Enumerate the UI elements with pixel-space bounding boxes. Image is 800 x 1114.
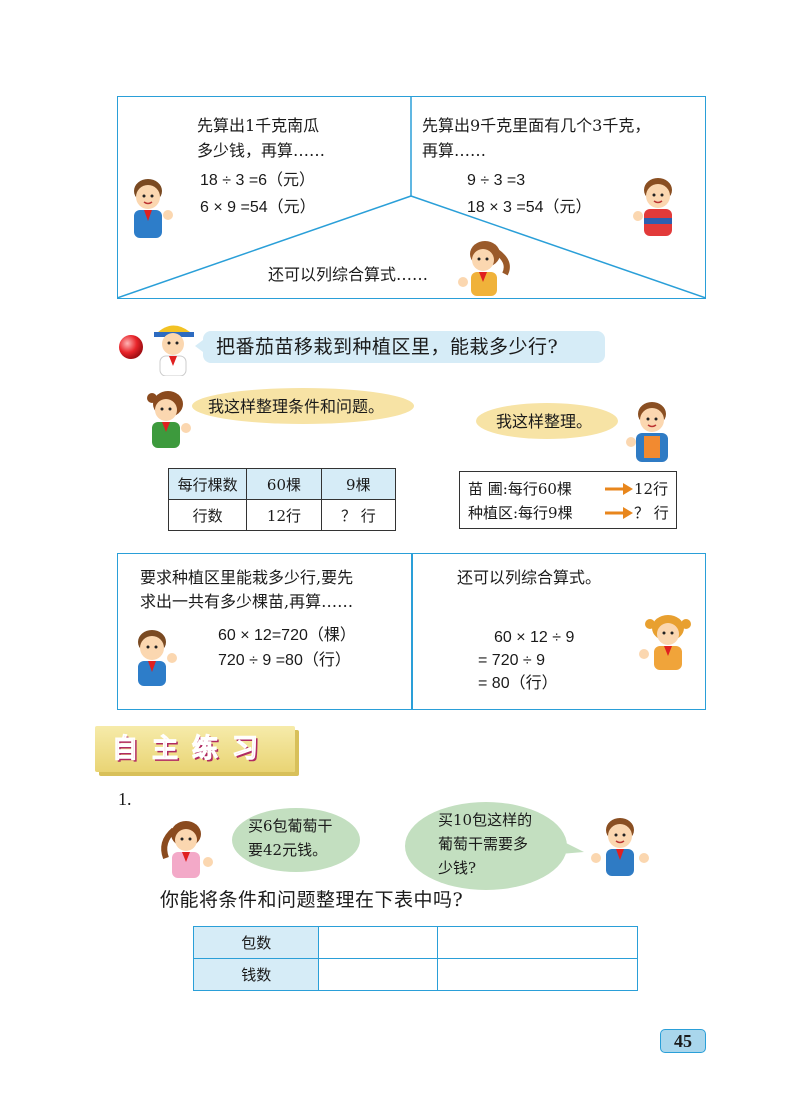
middle-left-equation-2: 720 ÷ 9 =80（行） [218,652,351,669]
middle-left-equation-1: 60 × 12=720（棵） [218,627,356,644]
middle-left-text-1: 要求种植区里能栽多少行,要先 [140,568,354,587]
top-left-equation-1: 18 ÷ 3 =6（元） [200,172,316,189]
table-answer-cell[interactable] [318,926,438,959]
girl-illustration [458,241,510,296]
girl-illustration [147,391,191,448]
top-right-text-1: 先算出9千克里面有几个3千克， [422,116,651,135]
exercise-speech-bubble-1 [232,808,360,872]
boy-illustration [591,818,649,876]
middle-box-divider [411,553,413,710]
planting-line-value: ？ 行 [634,504,669,522]
table-cell: 60棵 [246,468,322,500]
question-text: 把番茄苗移栽到种植区里，能栽多少行? [216,336,559,358]
table-row: 行数 12行 ？ 行 [167,499,397,531]
table-row: 每行棵数 60棵 9棵 [167,468,397,500]
page-number-badge [660,1029,706,1053]
top-left-equation-2: 6 × 9 =54（元） [200,199,316,216]
section-title-banner [95,726,295,772]
girl-illustration [161,821,213,878]
table-cell: 9棵 [320,468,397,500]
exercise-bubble-2-line-2: 葡萄干需要多 [438,835,529,853]
question-bar [203,331,605,363]
boy-with-cap-illustration [154,325,194,376]
table-cell: 行数 [167,499,248,531]
exercise-speech-bubble-2 [405,802,567,890]
page-number: 45 [674,1031,692,1051]
boy-illustration [626,402,668,462]
arrow-icon [605,483,633,495]
middle-right-text: 还可以列综合算式。 [457,568,602,587]
table-cell: ？ 行 [320,499,397,531]
exercise-number: 1. [118,789,132,809]
boy-thinking-illustration [138,630,177,686]
table-answer-cell[interactable] [436,926,639,959]
exercise-bubble-1-line-2: 要42元钱。 [248,841,328,859]
exercise-bubble-2-line-1: 买10包这样的 [438,811,533,829]
table-answer-cell[interactable] [436,958,639,991]
boy-illustration [633,178,672,236]
arrangement-box [459,471,677,529]
top-right-text-2: 再算…… [422,141,487,160]
girl-speech-text: 我这样整理条件和问题。 [208,397,385,416]
exercise-question: 你能将条件和问题整理在下表中吗? [160,889,464,911]
boy-speech-text: 我这样整理。 [496,412,593,431]
conditions-table: 每行棵数 60棵 9棵 行数 12行 ？ 行 [167,468,397,531]
top-right-equation-1: 9 ÷ 3 =3 [467,172,526,189]
middle-right-equation-1: 60 × 12 ÷ 9 [494,629,575,646]
table-cell: 包数 [192,926,320,959]
question-bar-pointer [195,337,207,355]
table-row: 包数 [192,926,639,959]
planting-line-label: 种植区:每行9棵 [468,504,573,522]
table-cell: 12行 [246,499,322,531]
nursery-line-label: 苗 圃:每行60棵 [468,480,572,498]
table-row: 钱数 [192,958,639,991]
top-left-text-1: 先算出1千克南瓜 [197,116,320,135]
table-cell: 每行棵数 [167,468,248,500]
bubble-tail [560,840,584,854]
girl-speech-bubble [192,388,414,424]
table-answer-cell[interactable] [318,958,438,991]
top-box-divider-lines [117,96,706,299]
top-right-equation-2: 18 × 3 =54（元） [467,199,592,216]
section-title: 自主练习 [111,734,273,765]
middle-left-text-2: 求出一共有多少棵苗,再算…… [140,592,354,611]
boy-illustration [134,179,173,238]
top-left-text-2: 多少钱，再算…… [197,141,326,160]
exercise-bubble-1-line-1: 买6包葡萄干 [248,817,333,835]
red-ball-icon [119,335,143,359]
top-bottom-text: 还可以列综合算式…… [268,265,429,284]
middle-right-equation-2: = 720 ÷ 9 [478,652,546,669]
exercise-bubble-2-line-3: 少钱? [438,859,477,877]
middle-right-equation-3: = 80（行） [478,675,558,692]
nursery-line-value: 12行 [634,480,669,498]
girl-illustration [639,615,691,670]
boy-speech-bubble [476,403,618,439]
arrow-icon [605,507,633,519]
exercise-table: 包数 钱数 [192,926,639,991]
table-cell: 钱数 [192,958,320,991]
